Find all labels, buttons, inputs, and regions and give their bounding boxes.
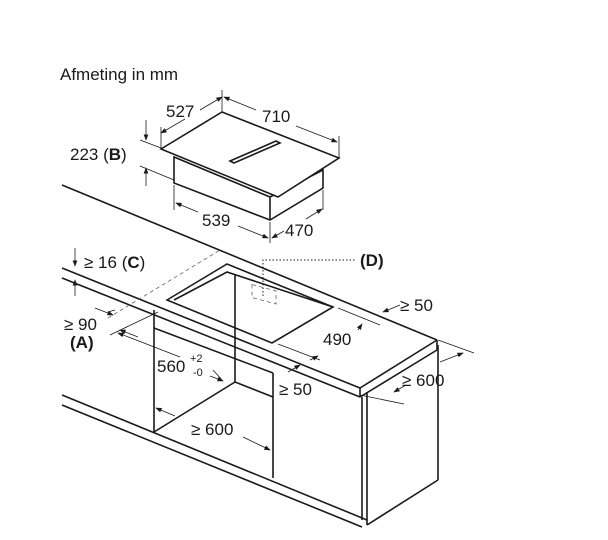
worktop-cutout [165, 263, 335, 344]
hob-depth-label: 527 [166, 102, 194, 121]
worktop-dimensions [72, 248, 475, 451]
back-clearance-label: ≥ 50 [400, 296, 433, 315]
diagram-title: Afmeting in mm [60, 65, 178, 84]
hob-width-label: 710 [262, 107, 290, 126]
cutout-width-label: 560 [157, 357, 185, 376]
cutout-tolerance-plus: +2 [190, 353, 203, 365]
cabinet-width-label: ≥ 600 [191, 420, 233, 439]
side-clearance-label: ≥ 50 [279, 380, 312, 399]
cutout-depth-label: 490 [323, 330, 351, 349]
hob-base-depth-label: 470 [285, 221, 313, 240]
hob-dimensions [139, 90, 340, 243]
worktop-depth-label: ≥ 600 [402, 371, 444, 390]
cutout-tolerance-minus: -0 [193, 367, 203, 379]
hob-drawing [159, 111, 341, 221]
vent-slot [228, 140, 282, 164]
worktop-drawing [61, 184, 438, 398]
hob-base-width-label: 539 [202, 211, 230, 230]
worktop-thickness-label: ≥ 16 (C) [84, 253, 145, 272]
cabinet-drawing [61, 310, 439, 528]
hob-height-label: 223 (B) [70, 145, 127, 164]
front-clearance-ref: (A) [70, 333, 94, 352]
front-clearance-label: ≥ 90 [64, 315, 97, 334]
detail-d-label: (D) [360, 251, 384, 270]
